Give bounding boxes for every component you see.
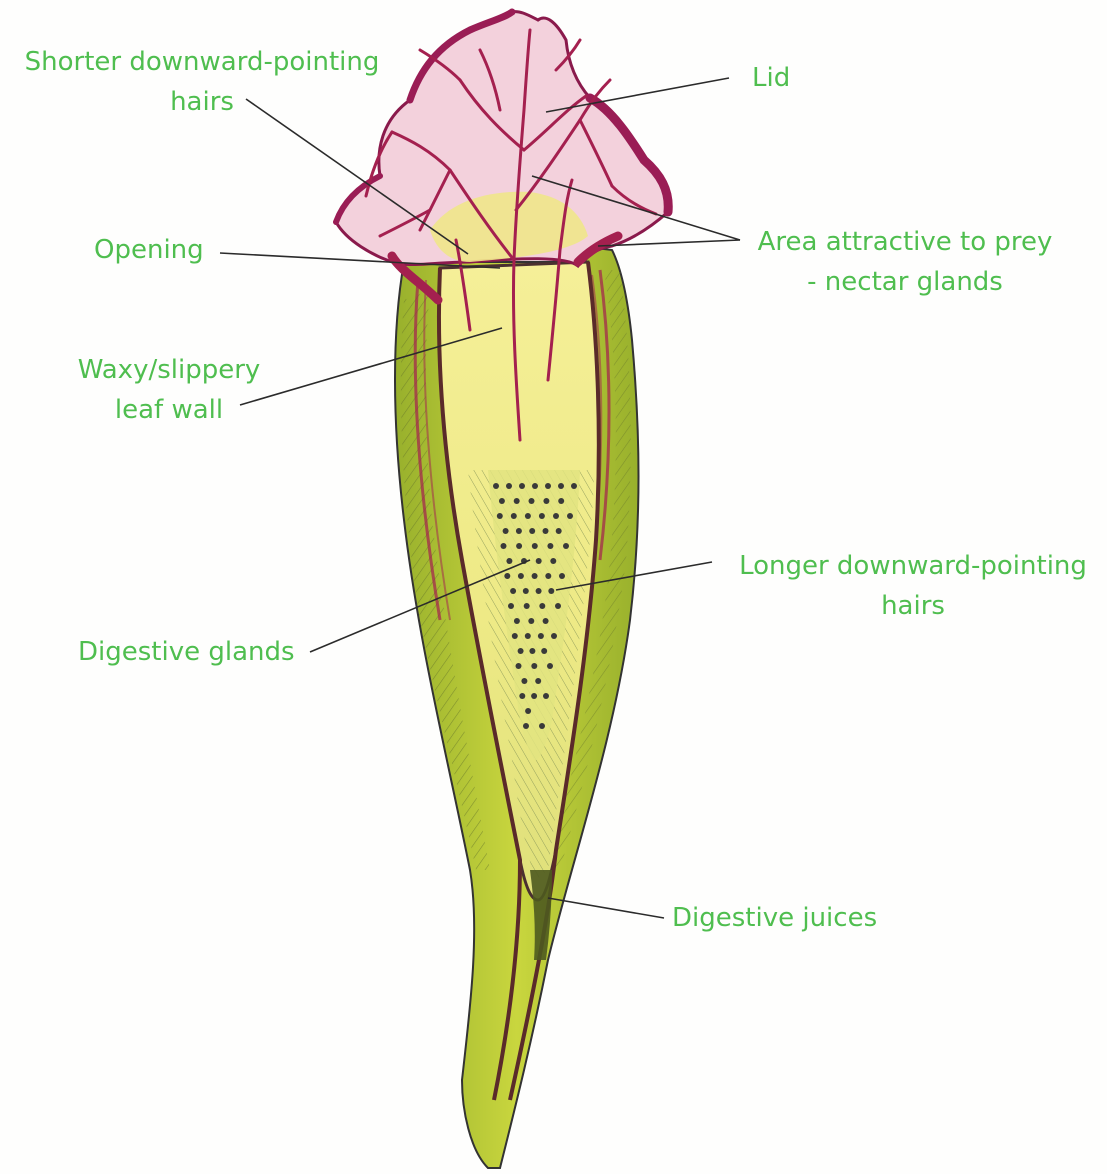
gland-dot	[539, 513, 545, 519]
gland-dot	[521, 678, 527, 684]
gland-dot	[545, 573, 551, 579]
gland-dot	[511, 513, 517, 519]
label-waxy-slippery-leaf-wall: Waxy/slippery leaf wall	[62, 350, 276, 430]
gland-dot	[519, 693, 525, 699]
label-line: leaf wall	[62, 390, 276, 430]
label-digestive-juices: Digestive juices	[672, 898, 877, 938]
label-line: Shorter downward-pointing	[10, 42, 394, 82]
gland-dot	[518, 573, 524, 579]
label-line: Area attractive to prey	[748, 222, 1062, 262]
label-line: hairs	[10, 82, 394, 122]
gland-dot	[536, 558, 542, 564]
label-line: Digestive glands	[78, 632, 295, 672]
leader-digestive-juices	[548, 898, 664, 918]
gland-dot	[516, 543, 522, 549]
label-line: hairs	[724, 586, 1102, 626]
gland-dot	[538, 633, 544, 639]
gland-dot	[514, 618, 520, 624]
gland-dot	[553, 513, 559, 519]
gland-dot	[516, 528, 522, 534]
gland-dot	[543, 528, 549, 534]
label-longer-downward-pointing-hairs: Longer downward-pointing hairs	[724, 546, 1102, 626]
gland-dot	[555, 603, 561, 609]
gland-dot	[525, 633, 531, 639]
gland-dot	[531, 663, 537, 669]
gland-dot	[536, 588, 542, 594]
gland-dot	[508, 603, 514, 609]
label-line: - nectar glands	[748, 262, 1062, 302]
gland-dot	[551, 633, 557, 639]
gland-dot	[504, 573, 510, 579]
gland-dot	[556, 528, 562, 534]
label-nectar-glands: Area attractive to prey - nectar glands	[748, 222, 1062, 302]
gland-dot	[523, 588, 529, 594]
label-line: Lid	[752, 58, 790, 98]
gland-dot	[548, 588, 554, 594]
gland-dot	[524, 603, 530, 609]
gland-dot	[539, 723, 545, 729]
gland-dot	[543, 693, 549, 699]
label-shorter-downward-pointing-hairs: Shorter downward-pointing hairs	[10, 42, 394, 122]
gland-dot	[514, 498, 520, 504]
gland-dot	[563, 543, 569, 549]
gland-dot	[558, 498, 564, 504]
gland-dot	[545, 483, 551, 489]
gland-dot	[539, 603, 545, 609]
label-opening: Opening	[94, 230, 204, 270]
gland-dot	[543, 618, 549, 624]
gland-dot	[531, 693, 537, 699]
gland-dot	[547, 663, 553, 669]
gland-dot	[532, 483, 538, 489]
label-digestive-glands: Digestive glands	[78, 632, 295, 672]
gland-dot	[541, 648, 547, 654]
gland-dot	[499, 498, 505, 504]
gland-dot	[497, 513, 503, 519]
gland-dot	[529, 498, 535, 504]
gland-dot	[525, 708, 531, 714]
gland-dot	[503, 528, 509, 534]
gland-dot	[532, 543, 538, 549]
gland-dot	[525, 513, 531, 519]
gland-dot	[547, 543, 553, 549]
gland-dot	[559, 573, 565, 579]
gland-dot	[543, 498, 549, 504]
gland-dot	[506, 483, 512, 489]
gland-dot	[501, 543, 507, 549]
gland-dot	[535, 678, 541, 684]
gland-dot	[567, 513, 573, 519]
gland-dot	[529, 528, 535, 534]
gland-dot	[512, 633, 518, 639]
gland-dot	[529, 648, 535, 654]
gland-dot	[506, 558, 512, 564]
gland-dot	[571, 483, 577, 489]
label-line: Longer downward-pointing	[724, 546, 1102, 586]
label-line: Digestive juices	[672, 898, 877, 938]
gland-dot	[528, 618, 534, 624]
gland-dot	[516, 663, 522, 669]
gland-dot	[532, 573, 538, 579]
label-line: Waxy/slippery	[62, 350, 276, 390]
gland-dot	[510, 588, 516, 594]
label-lid: Lid	[752, 58, 790, 98]
label-line: Opening	[94, 230, 204, 270]
gland-dot	[558, 483, 564, 489]
gland-dot	[523, 723, 529, 729]
gland-dot	[550, 558, 556, 564]
gland-dot	[518, 648, 524, 654]
gland-dot	[493, 483, 499, 489]
gland-dot	[519, 483, 525, 489]
